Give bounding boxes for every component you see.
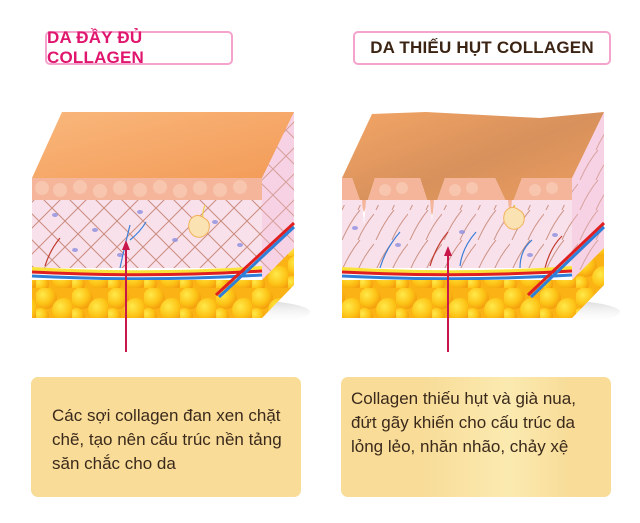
artery bbox=[31, 269, 263, 277]
artery-diagonal bbox=[214, 221, 296, 297]
epidermis-cells bbox=[35, 180, 247, 198]
epidermis-cells bbox=[379, 182, 558, 196]
vein-diagonal bbox=[529, 225, 606, 299]
pointer-line-left bbox=[125, 248, 127, 352]
pointer-line-right bbox=[447, 254, 449, 352]
fat-side-face bbox=[262, 248, 294, 318]
panel-title-full-collagen: DA ĐẦY ĐỦ COLLAGEN bbox=[45, 28, 233, 67]
sweat-gland bbox=[503, 206, 525, 230]
caption-text: Các sợi collagen đan xen chặt chẽ, tạo n… bbox=[52, 406, 282, 473]
panel-title-collagen-deficient: DA THIẾU HỤT COLLAGEN bbox=[353, 31, 611, 65]
fat-layer bbox=[342, 280, 572, 318]
fibroblast-cells bbox=[352, 226, 558, 257]
collagen-fibers-dense bbox=[32, 200, 262, 268]
fat-side-face bbox=[572, 248, 604, 318]
fibroblast-cells bbox=[52, 210, 243, 257]
capillary-blue bbox=[379, 231, 533, 269]
pointer-arrowhead-left bbox=[122, 240, 130, 250]
skin-block-collagen-deficient bbox=[341, 112, 620, 324]
skin-surface bbox=[32, 112, 294, 178]
caption-collagen-deficient: Collagen thiếu hụt và già nua, đứt gãy k… bbox=[341, 377, 611, 497]
caption-text: Collagen thiếu hụt và già nua, đứt gãy k… bbox=[351, 389, 576, 456]
collagen-fibers-broken bbox=[342, 205, 572, 268]
capillary-red bbox=[44, 237, 61, 267]
fat-layer bbox=[32, 280, 262, 318]
nerve-horizontal bbox=[341, 266, 573, 275]
caption-full-collagen: Các sợi collagen đan xen chặt chẽ, tạo n… bbox=[31, 377, 301, 497]
vein bbox=[341, 273, 573, 281]
vein-diagonal bbox=[217, 225, 296, 299]
artery-diagonal bbox=[526, 221, 606, 297]
panel-title-text: DA ĐẦY ĐỦ COLLAGEN bbox=[47, 28, 144, 67]
artery bbox=[341, 269, 573, 277]
capillary-red bbox=[429, 231, 563, 269]
skin-block-full-collagen bbox=[31, 112, 310, 324]
panel-title-text: DA THIẾU HỤT COLLAGEN bbox=[370, 38, 594, 57]
skin-surface-wrinkled bbox=[342, 112, 604, 215]
pointer-arrowhead-right bbox=[444, 246, 452, 256]
sweat-gland bbox=[188, 214, 210, 238]
nerve-horizontal bbox=[31, 266, 263, 275]
